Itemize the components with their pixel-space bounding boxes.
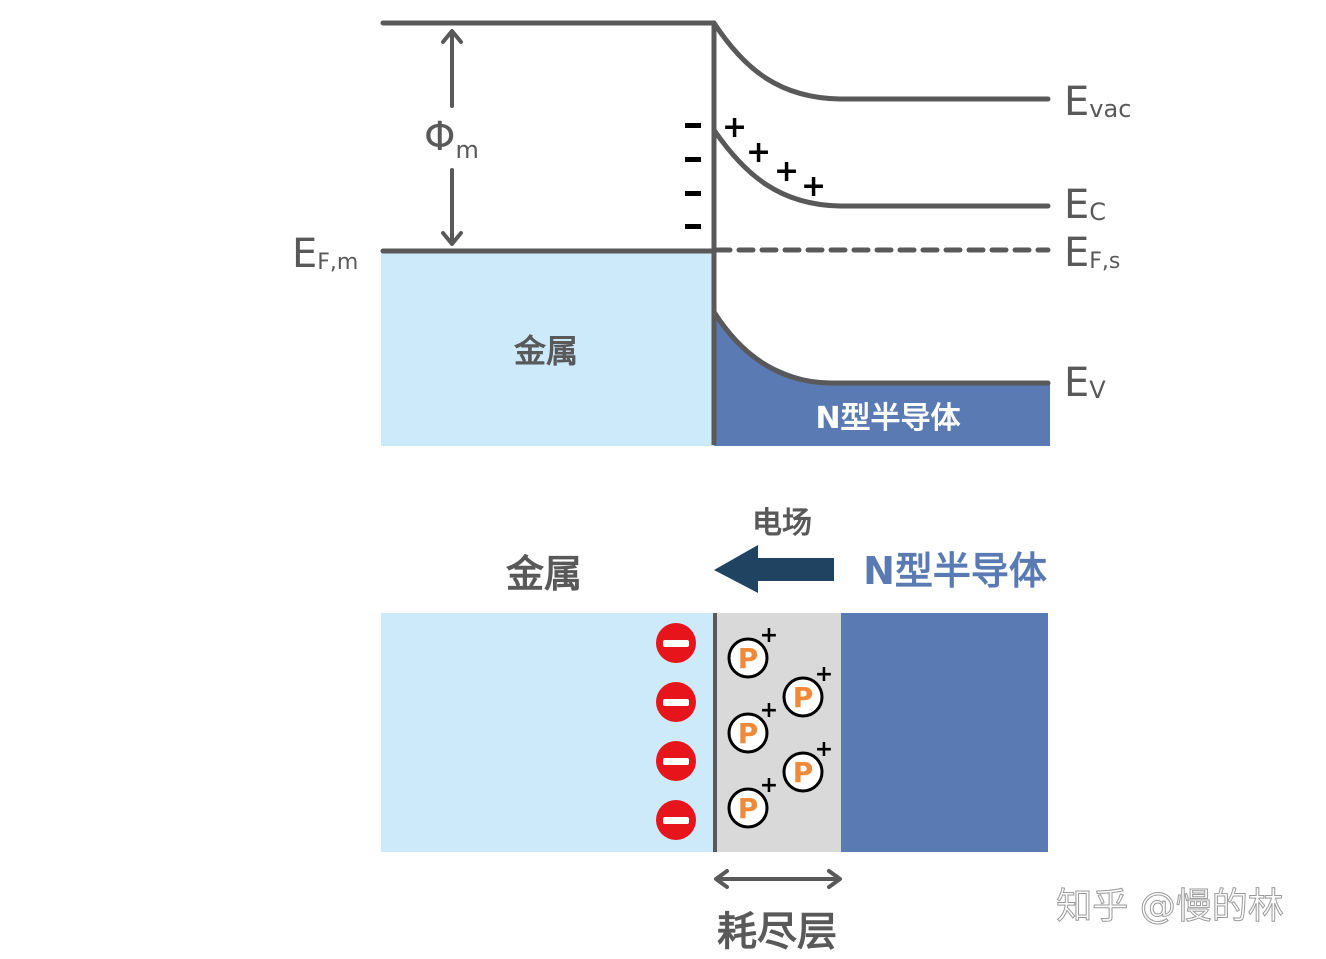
svg-text:P: P bbox=[793, 756, 814, 789]
donor-ion: P+ bbox=[727, 623, 778, 679]
semiconductor-label-top: N型半导体 bbox=[815, 401, 961, 436]
metal-region bbox=[381, 251, 714, 446]
watermark: 知乎 @慢的林 bbox=[1056, 886, 1283, 927]
positive-charge: + bbox=[801, 169, 826, 204]
depletion-label: 耗尽层 bbox=[717, 909, 837, 955]
electron bbox=[656, 682, 696, 722]
positive-charge: + bbox=[746, 135, 771, 170]
positive-charge: + bbox=[722, 110, 747, 145]
ev-curve bbox=[711, 309, 1051, 386]
semiconductor-block bbox=[841, 613, 1048, 852]
positive-charge: + bbox=[774, 154, 799, 189]
donor-ion: P+ bbox=[727, 698, 778, 754]
metal-label-top: 金属 bbox=[513, 332, 578, 370]
electrons bbox=[656, 623, 696, 840]
svg-text:P: P bbox=[738, 792, 759, 825]
electron bbox=[656, 623, 696, 663]
ec-curve bbox=[711, 127, 1051, 209]
e-c-label: EC bbox=[1064, 182, 1106, 228]
depletion-width-arrow bbox=[714, 869, 842, 889]
phi-m-label: Φm bbox=[424, 114, 479, 164]
electron bbox=[656, 741, 696, 781]
donor-ions: P+P+P+P+P+ bbox=[727, 623, 833, 829]
ef-s-label: EF,s bbox=[1064, 230, 1120, 276]
metal-label-bottom: 金属 bbox=[505, 552, 582, 596]
e-v-label: EV bbox=[1064, 360, 1106, 406]
e-vac-label: Evac bbox=[1064, 79, 1131, 125]
negative-charge bbox=[685, 224, 701, 229]
negative-charge bbox=[685, 157, 701, 162]
donor-ion: P+ bbox=[727, 773, 778, 829]
evac-curve bbox=[711, 20, 1051, 102]
donor-ion: P+ bbox=[782, 662, 833, 718]
semiconductor-region bbox=[714, 312, 1050, 446]
field-label: 电场 bbox=[752, 506, 812, 541]
svg-text:P: P bbox=[738, 642, 759, 675]
ef-m-label: EF,m bbox=[292, 231, 358, 277]
negative-charge bbox=[685, 123, 701, 128]
svg-text:+: + bbox=[815, 662, 833, 687]
electric-field-arrow bbox=[714, 545, 834, 593]
svg-text:P: P bbox=[793, 681, 814, 714]
svg-text:P: P bbox=[738, 717, 759, 750]
positive-charges: + + + + bbox=[722, 110, 826, 204]
donor-ion: P+ bbox=[782, 737, 833, 793]
svg-text:+: + bbox=[760, 773, 778, 798]
svg-text:+: + bbox=[815, 737, 833, 762]
semiconductor-label-bottom: N型半导体 bbox=[863, 549, 1047, 593]
svg-text:+: + bbox=[760, 698, 778, 723]
negative-charge bbox=[685, 191, 701, 196]
work-function-arrow bbox=[441, 29, 463, 246]
electron bbox=[656, 800, 696, 840]
negative-charges bbox=[685, 123, 701, 229]
svg-text:+: + bbox=[760, 623, 778, 648]
